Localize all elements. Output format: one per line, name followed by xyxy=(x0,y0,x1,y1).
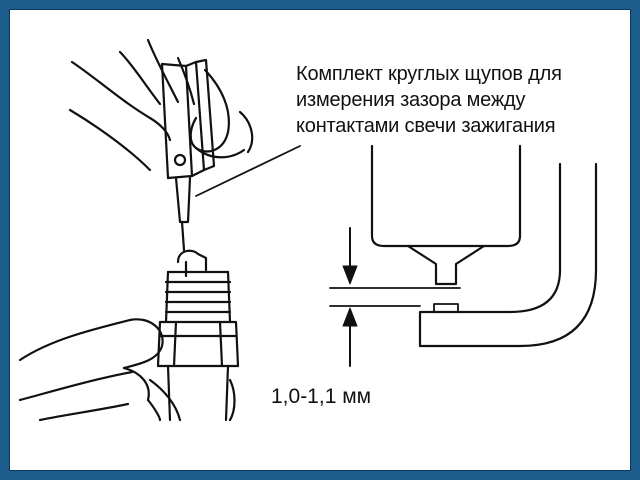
gauge-caption: Комплект круглых щупов для измерения заз… xyxy=(296,61,631,139)
spark-plug-gap-illustration xyxy=(18,38,598,422)
diagram-canvas: Комплект круглых щупов для измерения заз… xyxy=(9,9,631,471)
gap-measurement-label: 1,0-1,1 мм xyxy=(271,385,372,408)
caption-line-1: Комплект круглых щупов для xyxy=(296,63,562,85)
hand-holding-plug xyxy=(18,318,236,422)
spark-plug xyxy=(156,249,240,422)
gap-dimension xyxy=(329,227,461,367)
caption-line-2: измерения зазора между xyxy=(296,89,526,111)
electrode-gap-detail xyxy=(370,144,598,348)
caption-line-3: контактами свечи зажигания xyxy=(296,115,556,137)
hand-with-feeler-gauge xyxy=(68,38,301,252)
